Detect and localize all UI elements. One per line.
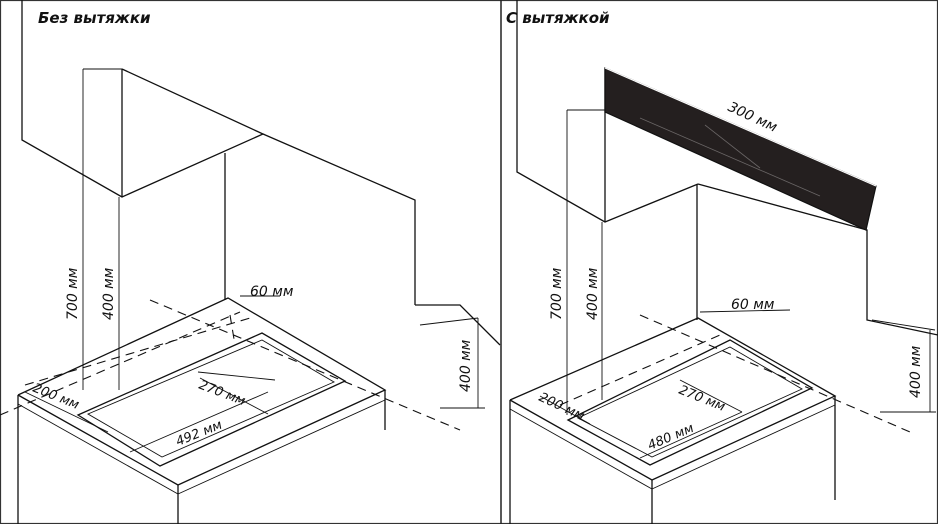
dimension-wall-400-mm-right: 400 мм	[908, 345, 924, 398]
range-hood	[604, 67, 877, 231]
dimension-700-mm: 700 мм	[65, 267, 81, 320]
dashed-center-lines-right	[559, 314, 911, 433]
hob-cutout-right	[566, 339, 814, 466]
dimension-400-mm: 400 мм	[101, 267, 117, 320]
upper-cabinet-right	[516, 0, 938, 336]
vertical-dimension-lines-right	[566, 109, 605, 415]
dimension-270-mm-right: 270 мм	[677, 383, 728, 415]
vertical-dimension-lines	[82, 68, 122, 390]
dimension-200-mm: 200 мм	[31, 381, 82, 413]
worktop	[17, 297, 387, 524]
dimension-400-mm-right: 400 мм	[585, 267, 601, 320]
panel-without-hood: Без вытяжки 700 мм 400 мм	[0, 0, 501, 524]
dimension-leaders	[24, 295, 485, 453]
dimension-60-mm-right: 60 мм	[731, 297, 775, 313]
dimension-270-mm: 270 мм	[197, 378, 248, 409]
panel-title-without-hood: Без вытяжки	[38, 9, 151, 27]
dimension-leaders-right	[539, 309, 936, 459]
panel-with-hood: С вытяжкой 300 мм 700 мм 400 мм	[506, 0, 938, 524]
dashed-center-lines	[0, 299, 461, 431]
dimension-wall-400-mm: 400 мм	[458, 339, 474, 392]
panel-title-with-hood: С вытяжкой	[506, 9, 610, 27]
hob-cutout	[76, 332, 347, 467]
worktop-right	[509, 317, 837, 524]
dimension-700-mm-right: 700 мм	[549, 267, 565, 320]
upper-cabinet	[21, 0, 501, 346]
dimension-60-mm: 60 мм	[250, 284, 294, 300]
